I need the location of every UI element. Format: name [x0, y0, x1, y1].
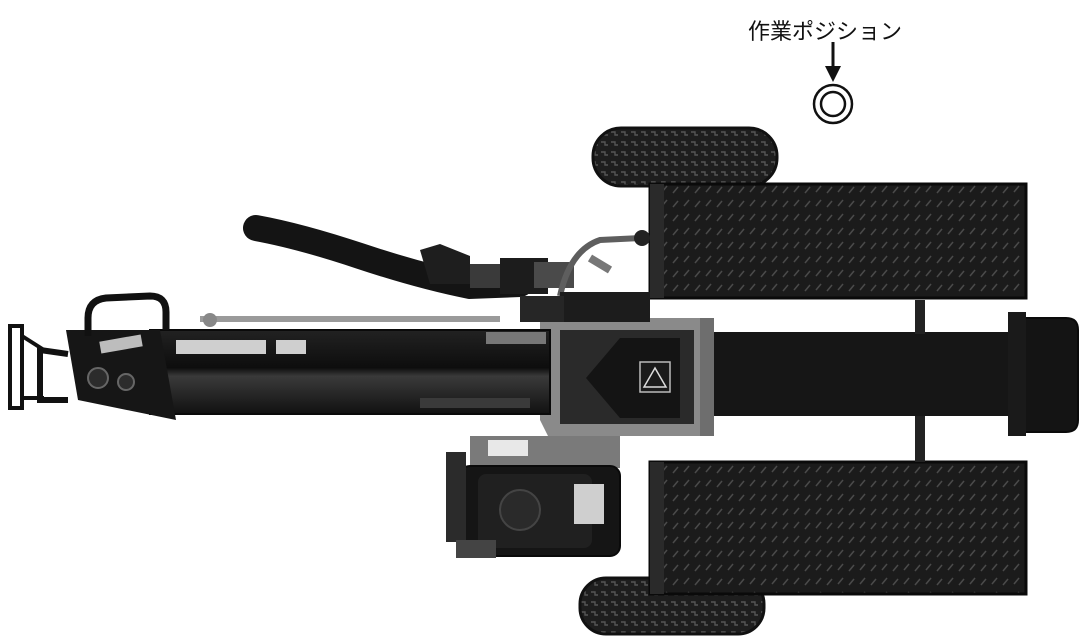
top-foot-plate [648, 182, 1028, 300]
top-wheel [591, 126, 779, 188]
engine [446, 436, 621, 558]
beam-supports [915, 300, 925, 462]
hydraulic-hose [243, 215, 650, 322]
control-rod [200, 313, 500, 327]
tow-handle [8, 324, 69, 410]
wedge-assembly [66, 330, 176, 420]
center-frame [540, 318, 714, 436]
bottom-foot-plate [648, 460, 1028, 596]
hydraulic-cylinder [149, 329, 551, 415]
lift-handle [84, 292, 170, 336]
main-beam [690, 312, 1079, 436]
work-position-label: 作業ポジション [748, 20, 903, 45]
work-position-marker-icon [812, 83, 854, 125]
down-arrow-icon [825, 42, 841, 82]
